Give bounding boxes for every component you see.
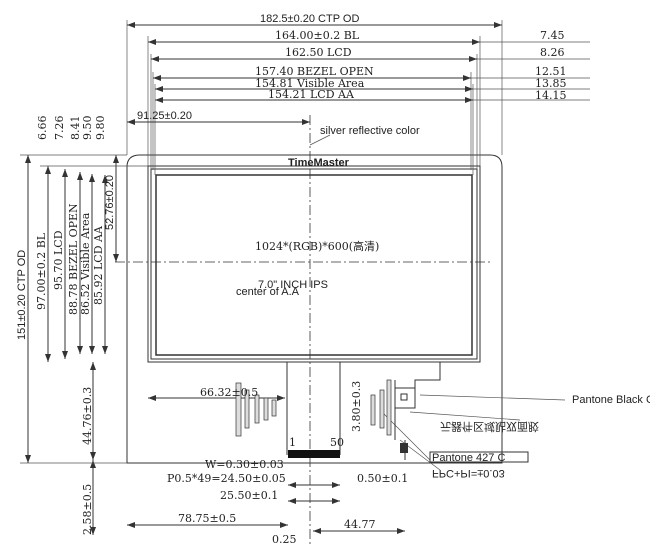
lcd-outline bbox=[150, 168, 478, 360]
note-center-aa: center of A.A bbox=[236, 286, 300, 298]
dim-pitch: P0.5*49=24.50±0.05 bbox=[167, 472, 286, 485]
fpc bbox=[286, 361, 441, 460]
dim-78-75: 78.75±0.5 bbox=[178, 512, 236, 525]
dim-66-32: 66.32±0.5 bbox=[200, 386, 258, 399]
dim-right-3: 12.51 bbox=[535, 65, 567, 78]
dim-44-76: 44.76±0.3 bbox=[81, 387, 94, 445]
dim-right-5: 14.15 bbox=[535, 89, 567, 102]
note-fpc-pi: FPC+PI=±0.03 bbox=[432, 467, 505, 479]
dim-3-80: 3.80±0.3 bbox=[350, 381, 363, 432]
note-resolution: 1024*(RGB)*600(高清) bbox=[255, 239, 379, 253]
dim-aa: 154.21 LCD AA bbox=[268, 88, 355, 101]
dim-44-77: 44.77 bbox=[344, 518, 376, 531]
dim-bl: 164.00±0.2 BL bbox=[275, 29, 360, 42]
dim-ctp-od: 182.5±0.20 CTP OD bbox=[260, 13, 359, 25]
dim-bezel: 157.40 BEZEL OPEN bbox=[255, 65, 374, 78]
dim-right-1: 7.45 bbox=[540, 29, 565, 42]
dim-left-top-5: 9.80 bbox=[94, 116, 107, 141]
note-pantone-black: Pantone Black C bbox=[572, 394, 650, 406]
dim-0-25: 0.25 bbox=[272, 533, 297, 546]
logo-timemaster: TimeMaster bbox=[288, 157, 350, 169]
pin-bar bbox=[288, 450, 340, 458]
dim-left-top-4: 9.50 bbox=[81, 116, 94, 141]
dim-left-visible: 86.52 Visible Area bbox=[79, 212, 92, 315]
pin-1-label: 1 bbox=[289, 436, 296, 449]
note-chinese: 元器件区域贴双面胶 bbox=[440, 420, 539, 434]
dim-25-50: 25.50±0.1 bbox=[220, 489, 278, 502]
dim-lcd: 162.50 LCD bbox=[285, 46, 352, 59]
dim-left-lcd: 95.70 LCD bbox=[52, 230, 65, 290]
ctp-outline bbox=[126, 154, 503, 464]
dim-0-50: 0.50±0.1 bbox=[357, 472, 408, 485]
dim-left-top-2: 7.26 bbox=[53, 116, 66, 141]
note-silver: silver reflective color bbox=[320, 125, 420, 137]
dim-left-aa: 85.92 LCD AA bbox=[92, 225, 105, 305]
dim-left-top-3: 8.41 bbox=[69, 116, 82, 141]
bl-outline bbox=[147, 165, 481, 363]
pin-50-label: 50 bbox=[330, 436, 344, 449]
active-area bbox=[155, 174, 473, 356]
dim-w: W=0.30±0.03 bbox=[205, 458, 284, 471]
dim-right-4: 13.85 bbox=[535, 77, 567, 90]
dim-left-center: 52.76±0.20 bbox=[104, 175, 116, 230]
dim-left-bezel: 88.78 BEZEL OPEN bbox=[67, 203, 80, 315]
note-size: 7.0" INCH IPS bbox=[258, 279, 328, 291]
dim-2-58: 2.58±0.5 bbox=[81, 484, 94, 535]
dim-center-x: 91.25±0.20 bbox=[137, 110, 192, 122]
dim-left-top-1: 6.66 bbox=[36, 116, 49, 141]
dim-left-bl: 97.00±0.2 BL bbox=[35, 232, 48, 310]
note-pantone-427: Pantone 427 C bbox=[432, 452, 505, 464]
dim-left-ctp: 151±0.20 CTP OD bbox=[16, 250, 28, 340]
dim-right-2: 8.26 bbox=[540, 46, 565, 59]
dim-visible: 154.81 Visible Area bbox=[255, 77, 365, 90]
